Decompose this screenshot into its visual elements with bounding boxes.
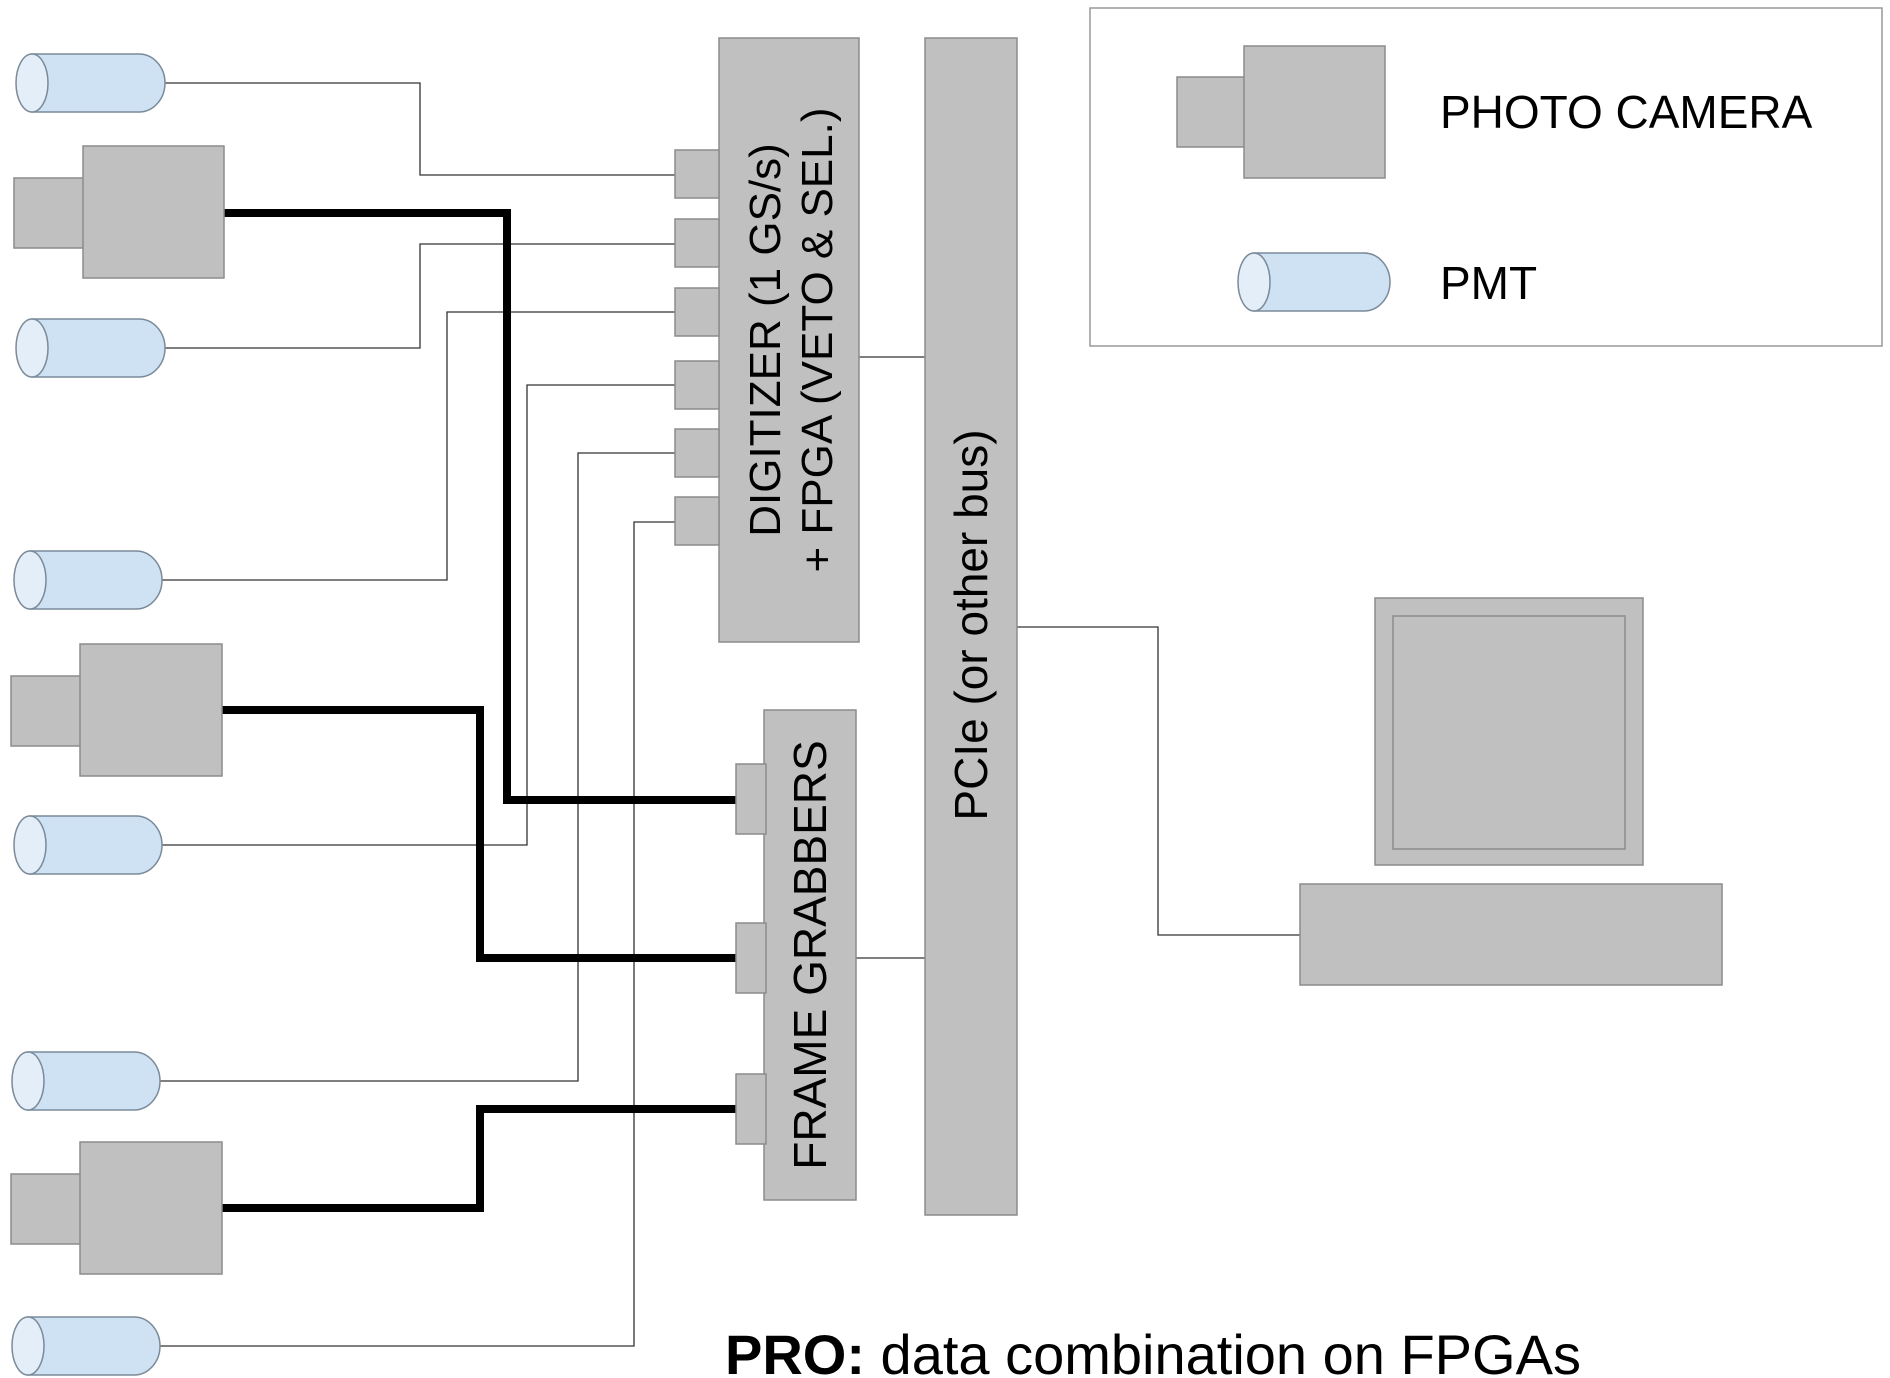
camera-cable-3 bbox=[220, 1105, 736, 1212]
digitizer-port-5 bbox=[674, 428, 720, 478]
legend: PHOTO CAMERA PMT bbox=[1089, 7, 1883, 347]
pcie-bus: PCIe (or other bus) bbox=[924, 37, 1018, 1216]
digitizer-port-4 bbox=[674, 360, 720, 410]
digitizer-port-2 bbox=[674, 218, 720, 268]
bus-links bbox=[855, 356, 1300, 959]
legend-frame bbox=[1089, 7, 1883, 347]
frame-grabber-port-1 bbox=[735, 763, 767, 835]
digitizer-label-line1: DIGITIZER (1 GS/s) bbox=[741, 143, 790, 537]
frame-grabber-label: FRAME GRABBERS bbox=[784, 740, 836, 1169]
footer-note: PRO: data combination on FPGAs bbox=[725, 1323, 1581, 1378]
pmt-cable-5 bbox=[160, 452, 675, 1082]
pmt-cable-6 bbox=[160, 521, 675, 1347]
digitizer-port-6 bbox=[674, 496, 720, 546]
frame-grabber-port-2 bbox=[735, 922, 767, 994]
pmt-1 bbox=[15, 53, 166, 113]
camera-cable-2 bbox=[220, 706, 736, 962]
camera-3 bbox=[10, 1141, 223, 1275]
computer-base bbox=[1299, 883, 1723, 986]
legend-camera-label: PHOTO CAMERA bbox=[1440, 86, 1813, 138]
pmt-cable-2 bbox=[165, 243, 675, 349]
camera-cables bbox=[220, 209, 736, 1212]
footer-text: data combination on FPGAs bbox=[865, 1323, 1581, 1378]
frame-grabber-port-3 bbox=[735, 1073, 767, 1145]
pcie-bus-label: PCIe (or other bus) bbox=[945, 429, 997, 820]
digitizer-label-line2: + FPGA (VETO & SEL.) bbox=[793, 107, 842, 572]
legend-pmt-label: PMT bbox=[1440, 257, 1537, 309]
camera-cable-1 bbox=[222, 209, 736, 804]
pmt-5 bbox=[11, 1051, 161, 1111]
pmt-3 bbox=[13, 550, 163, 610]
bus-computer-link bbox=[1016, 626, 1300, 936]
pmt-2 bbox=[15, 318, 166, 378]
legend-camera-icon bbox=[1176, 45, 1386, 179]
pmt-cable-3 bbox=[162, 311, 675, 581]
footer-pro: PRO: bbox=[725, 1323, 865, 1378]
camera-2 bbox=[10, 643, 223, 777]
digitizer-board: DIGITIZER (1 GS/s) + FPGA (VETO & SEL.) bbox=[674, 37, 860, 643]
pmt-6 bbox=[11, 1316, 161, 1376]
pmt-cable-4 bbox=[162, 384, 675, 846]
digitizer-port-1 bbox=[674, 149, 720, 199]
digitizer-port-3 bbox=[674, 287, 720, 337]
frame-grabber-board: FRAME GRABBERS bbox=[735, 709, 857, 1201]
pmt-cable-1 bbox=[165, 82, 675, 176]
camera-1 bbox=[13, 145, 225, 279]
legend-pmt-icon bbox=[1237, 252, 1391, 312]
pmt-4 bbox=[13, 815, 163, 875]
computer-icon bbox=[1299, 597, 1723, 986]
pmt-cables bbox=[160, 82, 675, 1347]
monitor-screen bbox=[1392, 615, 1626, 850]
